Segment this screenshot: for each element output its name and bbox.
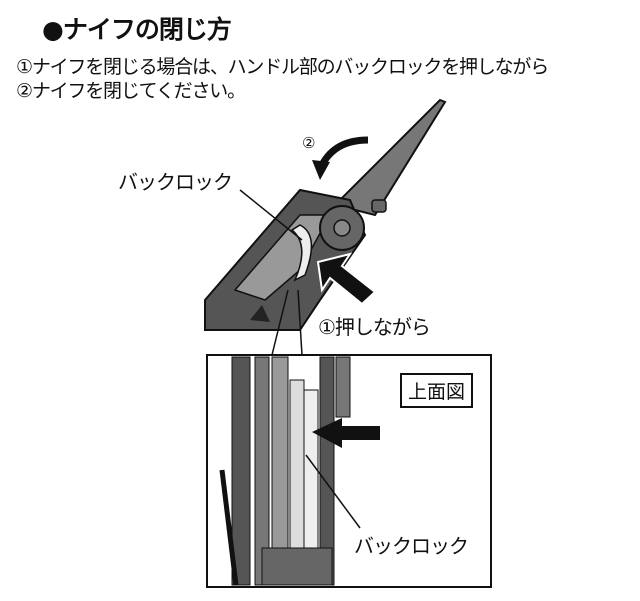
- instruction-step-2: ②ナイフを閉じてください。: [16, 80, 246, 102]
- top-view-diagram: [219, 356, 380, 586]
- instruction-step-1: ①ナイフを閉じる場合は、ハンドル部のバックロックを押しながら: [16, 56, 549, 78]
- push-label: ①押しながら: [318, 315, 431, 339]
- inset-title: 上面図: [400, 373, 474, 408]
- backlock-label: バックロック: [118, 170, 233, 194]
- inset-backlock-label: バックロック: [354, 534, 469, 558]
- step2-label: ②: [302, 134, 316, 152]
- page-title: ●ナイフの閉じ方: [42, 15, 232, 44]
